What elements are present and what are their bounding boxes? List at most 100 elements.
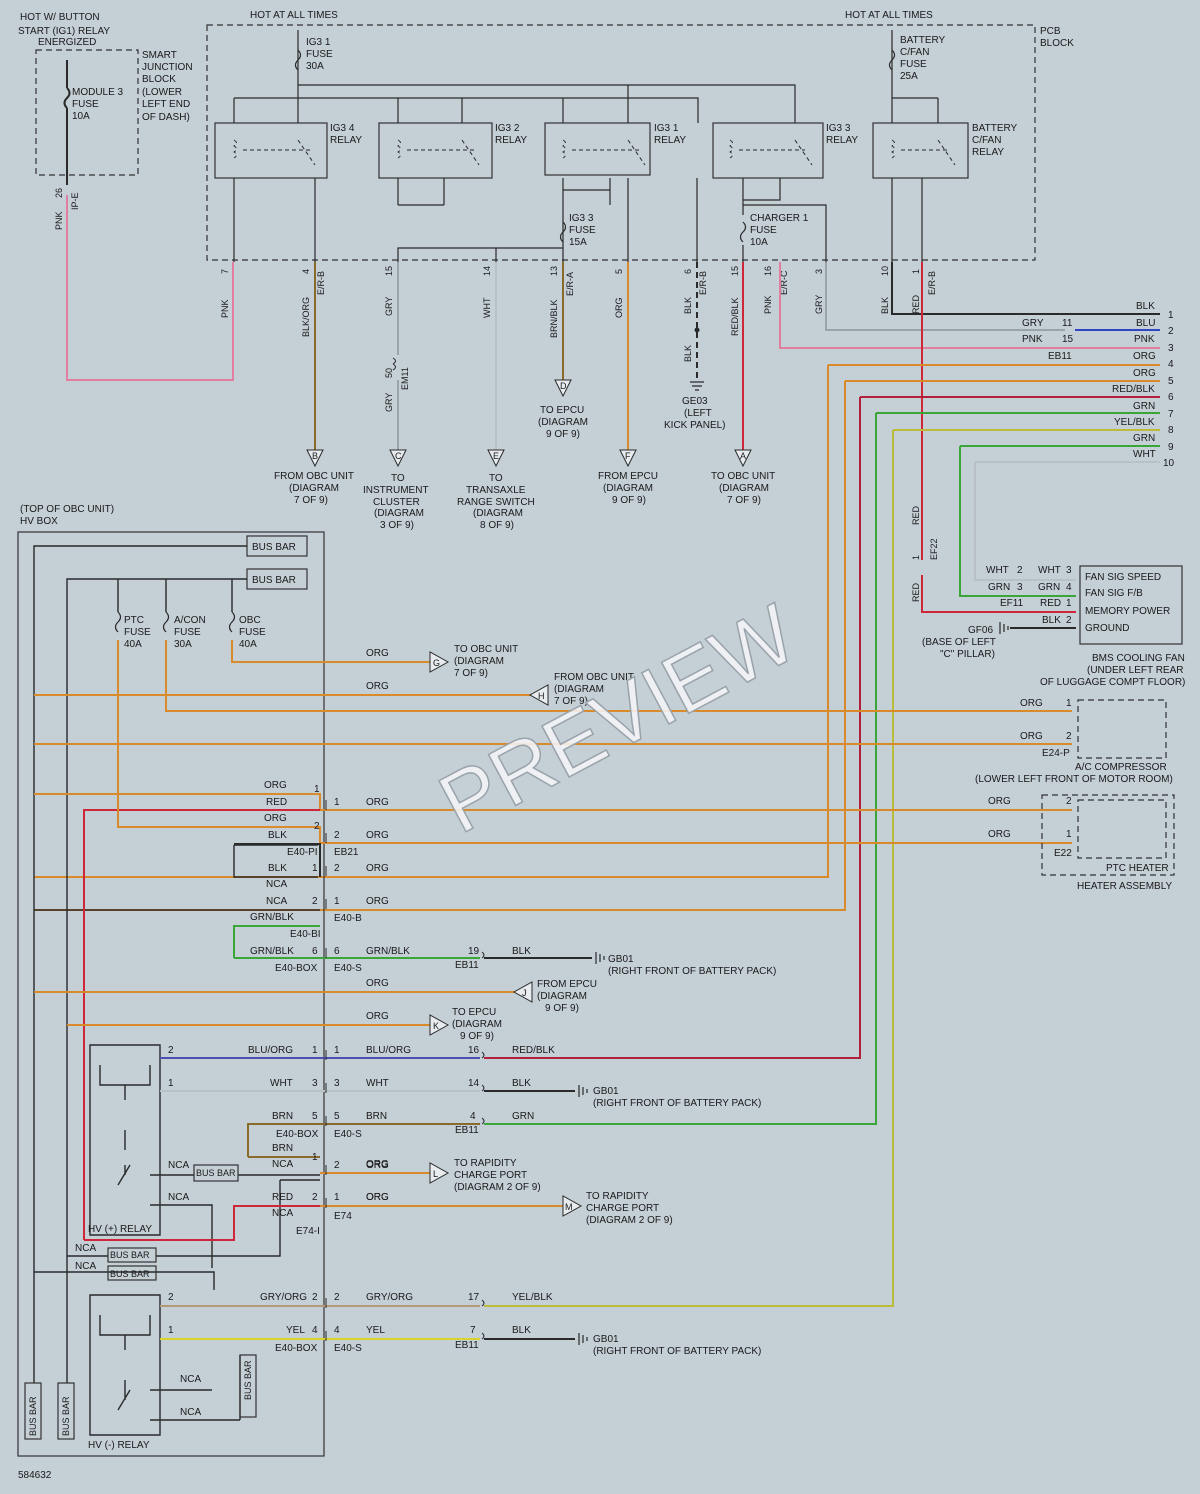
- e40-r9-wl: GRN/BLK: [250, 912, 294, 923]
- hot-w-button-label: HOT W/ BUTTON: [20, 12, 100, 23]
- ef22-connector: EF22: [929, 538, 939, 560]
- rr-brn-c3: EB11: [455, 1125, 479, 1136]
- rr-wht-w4: BLK: [512, 1078, 531, 1089]
- sjb-label-6: OF DASH): [142, 112, 190, 123]
- offpage-connector-d-icon: [554, 379, 572, 398]
- offpage-d-line-2: (DIAGRAM: [538, 417, 588, 428]
- rr-gryorg-wl: GRY/ORG: [260, 1292, 307, 1303]
- ef11-p1-2: 2: [1017, 565, 1023, 576]
- rr-brn-p3: 5: [334, 1111, 340, 1122]
- gb01-ground-icon-2: [578, 1085, 588, 1097]
- bus-num-6: 6: [1168, 392, 1174, 403]
- offpage-b-line-2: (DIAGRAM: [289, 483, 339, 494]
- rr-gryorg-w4: YEL/BLK: [512, 1292, 553, 1303]
- rr-gryorg-p2: 2: [312, 1292, 318, 1303]
- ptc-heater-box: [1077, 799, 1167, 859]
- nca-label-6: NCA: [180, 1407, 201, 1418]
- pcb-wire-gry-1: GRY: [384, 297, 394, 316]
- offpage-e-line-1: TO: [489, 473, 503, 484]
- ef11-w2-grn: GRN: [1038, 582, 1060, 593]
- ig3-4-relay-label-2: RELAY: [330, 135, 362, 146]
- bms-fan-box: [1079, 565, 1183, 645]
- ig3-3-fuse-label-1: IG3 3: [569, 213, 594, 224]
- offpage-g-line-1: TO OBC UNIT: [454, 644, 518, 655]
- e40-connector-labels: ORG 1 1 ORG RED ORG 2 2 ORG BLK E40-PI E…: [250, 780, 531, 974]
- bus-bar-5: [107, 1265, 157, 1281]
- offpage-connector-j-icon: [512, 981, 533, 1003]
- ig3-3-relay-box: [712, 122, 824, 179]
- e40-r1-pr: 1: [334, 797, 340, 808]
- pcb-block: HOT AT ALL TIMES HOT AT ALL TIMES PCB BL…: [206, 10, 1074, 262]
- wire-red-e74: [84, 1205, 320, 1241]
- pcb-pin-10: 10: [880, 266, 890, 276]
- eb11-top-pin-11: 11: [1062, 318, 1073, 329]
- gb01-3-label-1: GB01: [593, 1334, 619, 1345]
- ef11-p1-3: 3: [1017, 582, 1023, 593]
- rr-blu-w4: RED/BLK: [512, 1045, 555, 1056]
- sjb-connector-ip-e: IP-E: [70, 192, 80, 210]
- rr-brn-w3: BRN: [366, 1111, 387, 1122]
- bms-pin-ground: GROUND: [1085, 623, 1129, 634]
- obc-fuse-label-3: 40A: [239, 639, 257, 650]
- obc-fuse-label-2: FUSE: [239, 627, 266, 638]
- gf06-label-1: GF06: [968, 625, 993, 636]
- e40-r11-wl: GRN/BLK: [250, 946, 294, 957]
- wire-pnk-sjb: [66, 195, 234, 381]
- pcb-wire-red: RED: [911, 294, 921, 314]
- pcb-conn-er-a: E/R-A: [565, 272, 575, 296]
- ig3-1-fuse-symbol: [294, 49, 302, 71]
- ef11-p2-2: 2: [1066, 615, 1072, 626]
- ef11-p2-4: 4: [1066, 582, 1072, 593]
- offpage-b-id: B: [312, 451, 318, 461]
- e40-bi-connector: E40-BI: [290, 929, 321, 940]
- offpage-l-line-2: CHARGE PORT: [454, 1170, 527, 1181]
- offpage-l-line-3: (DIAGRAM 2 OF 9): [454, 1182, 541, 1193]
- rr-red-w3: ORG: [366, 1192, 389, 1203]
- rr-red-wl: RED: [272, 1192, 293, 1203]
- nca-label-4: NCA: [75, 1261, 96, 1272]
- bus-bar-6-label: BUS BAR: [243, 1360, 253, 1400]
- bus-drops: [34, 365, 1076, 1307]
- e40-r11-pl: 6: [312, 946, 318, 957]
- right-bus: BLK 1 BLU 2 PNK 3 ORG 4 ORG 5 RED/BLK 6 …: [828, 301, 1175, 469]
- battery-cfan-fuse-symbol: [888, 49, 896, 71]
- rr-red-c2: E74: [334, 1211, 352, 1222]
- e40-r1-wr: ORG: [366, 797, 389, 808]
- ptc-fuse-label-2: FUSE: [124, 627, 151, 638]
- pcb-wire-blk-2: BLK: [880, 297, 890, 314]
- nca-label-3: NCA: [75, 1243, 96, 1254]
- ef22-wire-red-2: RED: [911, 582, 921, 602]
- e40-r11-w3: BLK: [512, 946, 531, 957]
- rr-blu-p2: 1: [312, 1045, 318, 1056]
- drop-grn-7: [484, 413, 877, 1125]
- e40-r3-wr: ORG: [366, 830, 389, 841]
- offpage-d-line-3: 9 OF 9): [546, 429, 580, 440]
- rr-yel-wl: YEL: [286, 1325, 305, 1336]
- ge03-label-3: KICK PANEL): [664, 420, 726, 431]
- charger-1-fuse-label-1: CHARGER 1: [750, 213, 809, 224]
- rr-wht-p2: 3: [312, 1078, 318, 1089]
- offpage-k-id: K: [433, 1021, 439, 1031]
- pcb-pin-1: 1: [911, 269, 921, 274]
- ge03-label-1: GE03: [682, 396, 708, 407]
- pcb-internal-wiring: [233, 30, 939, 262]
- offpage-l-line-1: TO RAPIDITY: [454, 1158, 517, 1169]
- e40-r3-pr: 2: [334, 830, 340, 841]
- em11-wire-gry: GRY: [384, 393, 394, 412]
- obc-fuse-symbol: [228, 611, 236, 633]
- offpage-a-line-3: 7 OF 9): [727, 495, 761, 506]
- offpage-l-wire: ORG: [366, 1159, 389, 1170]
- pcb-pin-13: 13: [549, 266, 559, 276]
- bus-num-3: 3: [1168, 343, 1174, 354]
- sjb-label-1: SMART: [142, 50, 177, 61]
- offpage-m-wire: ORG: [366, 1192, 389, 1203]
- bus-bar-8-label: BUS BAR: [61, 1396, 71, 1436]
- rr-brn2-wl: BRN: [272, 1143, 293, 1154]
- bus-bar-3: [193, 1164, 239, 1182]
- pcb-conn-er-c: E/R-C: [779, 270, 789, 295]
- eb21-connector: EB21: [334, 847, 359, 858]
- rr-gryorg-pl: 2: [168, 1292, 174, 1303]
- ptc-wire-org-2: ORG: [988, 829, 1011, 840]
- offpage-connector-e-icon: [487, 449, 505, 468]
